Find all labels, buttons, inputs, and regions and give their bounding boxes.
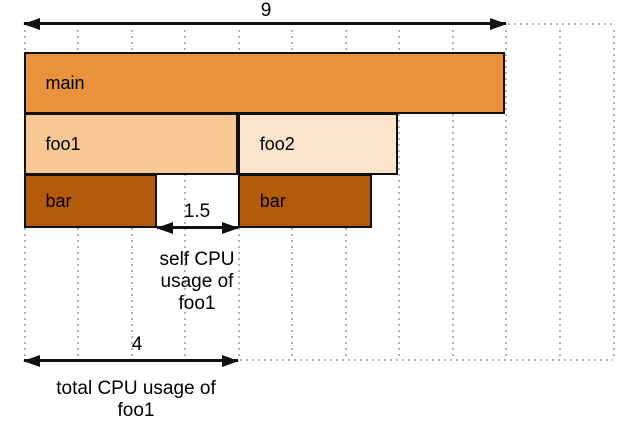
total-cpu-value: 4 xyxy=(131,334,143,355)
total-cpu-arrow xyxy=(24,359,238,362)
frame-foo1: foo1 xyxy=(23,113,238,175)
grid-dotted-line-top-right xyxy=(508,23,613,25)
self-cpu-caption-line3: foo1 xyxy=(178,293,216,314)
frame-foo2: foo2 xyxy=(237,113,399,175)
self-cpu-caption: self CPU usage of foo1 xyxy=(160,249,235,315)
grid-dotted-vline xyxy=(505,30,508,360)
grid-dotted-vline xyxy=(398,30,401,360)
total-width-arrow xyxy=(24,22,506,25)
frame-main: main xyxy=(23,52,506,114)
self-cpu-arrow xyxy=(157,226,238,229)
self-cpu-value: 1.5 xyxy=(183,201,211,222)
frame-main-label: main xyxy=(45,72,85,93)
frame-bar-under-foo1: bar xyxy=(23,174,158,228)
grid-dotted-vline xyxy=(184,30,187,360)
total-cpu-caption-line1: total CPU usage of xyxy=(56,378,216,399)
frame-bar-under-foo2: bar xyxy=(237,174,372,228)
total-width-value: 9 xyxy=(260,0,272,21)
frame-foo2-label: foo2 xyxy=(259,133,295,154)
total-cpu-caption: total CPU usage of foo1 xyxy=(56,378,215,422)
self-cpu-caption-line1: self CPU xyxy=(159,249,235,270)
frame-bar-under-foo2-label: bar xyxy=(259,190,286,211)
grid-dotted-line-bottom xyxy=(24,359,613,361)
total-cpu-caption-line2: foo1 xyxy=(117,400,155,421)
frame-foo1-label: foo1 xyxy=(45,133,81,154)
grid-dotted-vline xyxy=(559,30,561,360)
self-cpu-caption-line2: usage of xyxy=(160,271,234,292)
grid-dotted-vline xyxy=(612,30,615,360)
grid-dotted-vline xyxy=(451,30,454,360)
frame-bar-under-foo1-label: bar xyxy=(45,190,72,211)
